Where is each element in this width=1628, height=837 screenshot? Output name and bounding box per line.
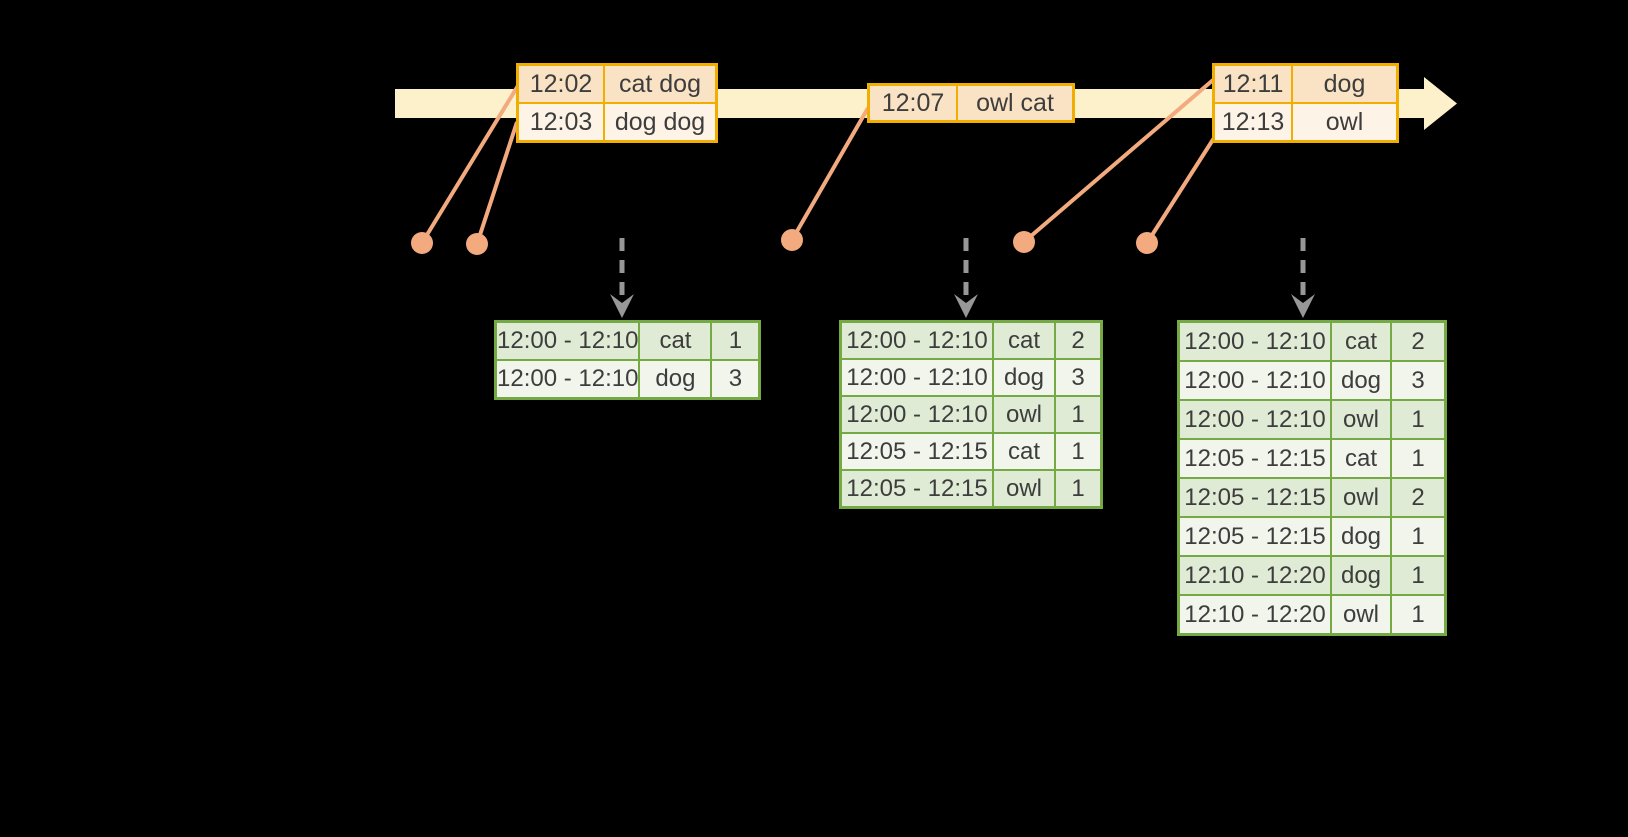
table-row: 12:05 - 12:15 owl 1 [839, 469, 1103, 509]
window-cell: 12:10 - 12:20 [1177, 594, 1332, 636]
table-row: 12:10 - 12:20 owl 1 [1177, 594, 1447, 636]
word-cell: dog [638, 359, 713, 400]
count-cell: 3 [710, 359, 761, 400]
table-row: 12:00 - 12:10 dog 3 [839, 358, 1103, 397]
trigger-arrow-icon [610, 238, 634, 318]
event-time-cell: 12:13 [1212, 102, 1293, 143]
word-cell: owl [992, 395, 1056, 434]
table-row: 12:00 - 12:10 owl 1 [839, 395, 1103, 434]
count-cell: 1 [710, 320, 761, 361]
event-dot [466, 233, 488, 255]
table-row: 12:07 owl cat [867, 83, 1075, 123]
event-words-cell: dog dog [603, 102, 718, 143]
event-words-cell: owl [1291, 102, 1399, 143]
word-cell: owl [1330, 399, 1392, 440]
count-cell: 2 [1390, 477, 1447, 518]
event-time-cell: 12:03 [516, 102, 605, 143]
timeline-arrowhead-icon [1424, 77, 1457, 130]
result-table-3: 12:00 - 12:10 cat 2 12:00 - 12:10 dog 3 … [1177, 320, 1447, 636]
count-cell: 1 [1390, 594, 1447, 636]
event-table-1: 12:02 cat dog 12:03 dog dog [516, 63, 718, 143]
count-cell: 3 [1390, 360, 1447, 401]
word-cell: cat [992, 432, 1056, 471]
event-dot [781, 229, 803, 251]
count-cell: 1 [1054, 432, 1103, 471]
window-cell: 12:10 - 12:20 [1177, 555, 1332, 596]
connector-line [1145, 136, 1216, 245]
window-cell: 12:05 - 12:15 [1177, 438, 1332, 479]
window-cell: 12:05 - 12:15 [1177, 477, 1332, 518]
window-cell: 12:00 - 12:10 [1177, 320, 1332, 362]
count-cell: 1 [1390, 516, 1447, 557]
window-cell: 12:00 - 12:10 [494, 359, 641, 400]
table-row: 12:00 - 12:10 owl 1 [1177, 399, 1447, 440]
event-words-cell: dog [1291, 63, 1399, 104]
window-cell: 12:05 - 12:15 [1177, 516, 1332, 557]
event-time-cell: 12:07 [867, 83, 958, 123]
table-row: 12:00 - 12:10 cat 2 [839, 320, 1103, 360]
window-cell: 12:00 - 12:10 [839, 358, 994, 397]
table-row: 12:02 cat dog [516, 63, 718, 104]
table-row: 12:00 - 12:10 cat 1 [494, 320, 761, 361]
event-time-cell: 12:02 [516, 63, 605, 104]
table-row: 12:03 dog dog [516, 102, 718, 143]
event-words-cell: owl cat [956, 83, 1075, 123]
count-cell: 2 [1390, 320, 1447, 362]
window-cell: 12:00 - 12:10 [839, 320, 994, 360]
window-cell: 12:00 - 12:10 [1177, 360, 1332, 401]
table-row: 12:05 - 12:15 cat 1 [1177, 438, 1447, 479]
word-cell: dog [992, 358, 1056, 397]
table-row: 12:10 - 12:20 dog 1 [1177, 555, 1447, 596]
event-time-cell: 12:11 [1212, 63, 1293, 104]
count-cell: 1 [1054, 469, 1103, 509]
word-cell: owl [1330, 477, 1392, 518]
event-dot [1013, 231, 1035, 253]
connector-line [420, 82, 521, 245]
table-row: 12:05 - 12:15 dog 1 [1177, 516, 1447, 557]
word-cell: owl [992, 469, 1056, 509]
count-cell: 1 [1054, 395, 1103, 434]
window-cell: 12:00 - 12:10 [494, 320, 641, 361]
table-row: 12:11 dog [1212, 63, 1399, 104]
window-cell: 12:00 - 12:10 [1177, 399, 1332, 440]
word-cell: dog [1330, 516, 1392, 557]
table-row: 12:00 - 12:10 cat 2 [1177, 320, 1447, 362]
count-cell: 3 [1054, 358, 1103, 397]
trigger-arrow-icon [954, 238, 978, 318]
window-cell: 12:05 - 12:15 [839, 469, 994, 509]
event-table-3: 12:11 dog 12:13 owl [1212, 63, 1399, 143]
window-cell: 12:05 - 12:15 [839, 432, 994, 471]
table-row: 12:00 - 12:10 dog 3 [1177, 360, 1447, 401]
window-cell: 12:00 - 12:10 [839, 395, 994, 434]
table-row: 12:05 - 12:15 owl 2 [1177, 477, 1447, 518]
event-dot [411, 232, 433, 254]
word-cell: dog [1330, 360, 1392, 401]
count-cell: 1 [1390, 438, 1447, 479]
connector-line [1022, 78, 1215, 244]
trigger-arrow-icon [1291, 238, 1315, 318]
connector-line [475, 121, 519, 245]
table-row: 12:13 owl [1212, 102, 1399, 143]
word-cell: dog [1330, 555, 1392, 596]
table-row: 12:05 - 12:15 cat 1 [839, 432, 1103, 471]
word-cell: owl [1330, 594, 1392, 636]
event-table-2: 12:07 owl cat [867, 83, 1075, 123]
result-table-1: 12:00 - 12:10 cat 1 12:00 - 12:10 dog 3 [494, 320, 762, 400]
event-words-cell: cat dog [603, 63, 718, 104]
result-table-2: 12:00 - 12:10 cat 2 12:00 - 12:10 dog 3 … [839, 320, 1103, 509]
word-cell: cat [638, 320, 713, 361]
word-cell: cat [1330, 438, 1392, 479]
table-row: 12:00 - 12:10 dog 3 [494, 359, 761, 400]
count-cell: 1 [1390, 399, 1447, 440]
count-cell: 1 [1390, 555, 1447, 596]
word-cell: cat [1330, 320, 1392, 362]
word-cell: cat [992, 320, 1056, 360]
count-cell: 2 [1054, 320, 1103, 360]
connector-line [790, 107, 870, 241]
event-dot [1136, 232, 1158, 254]
